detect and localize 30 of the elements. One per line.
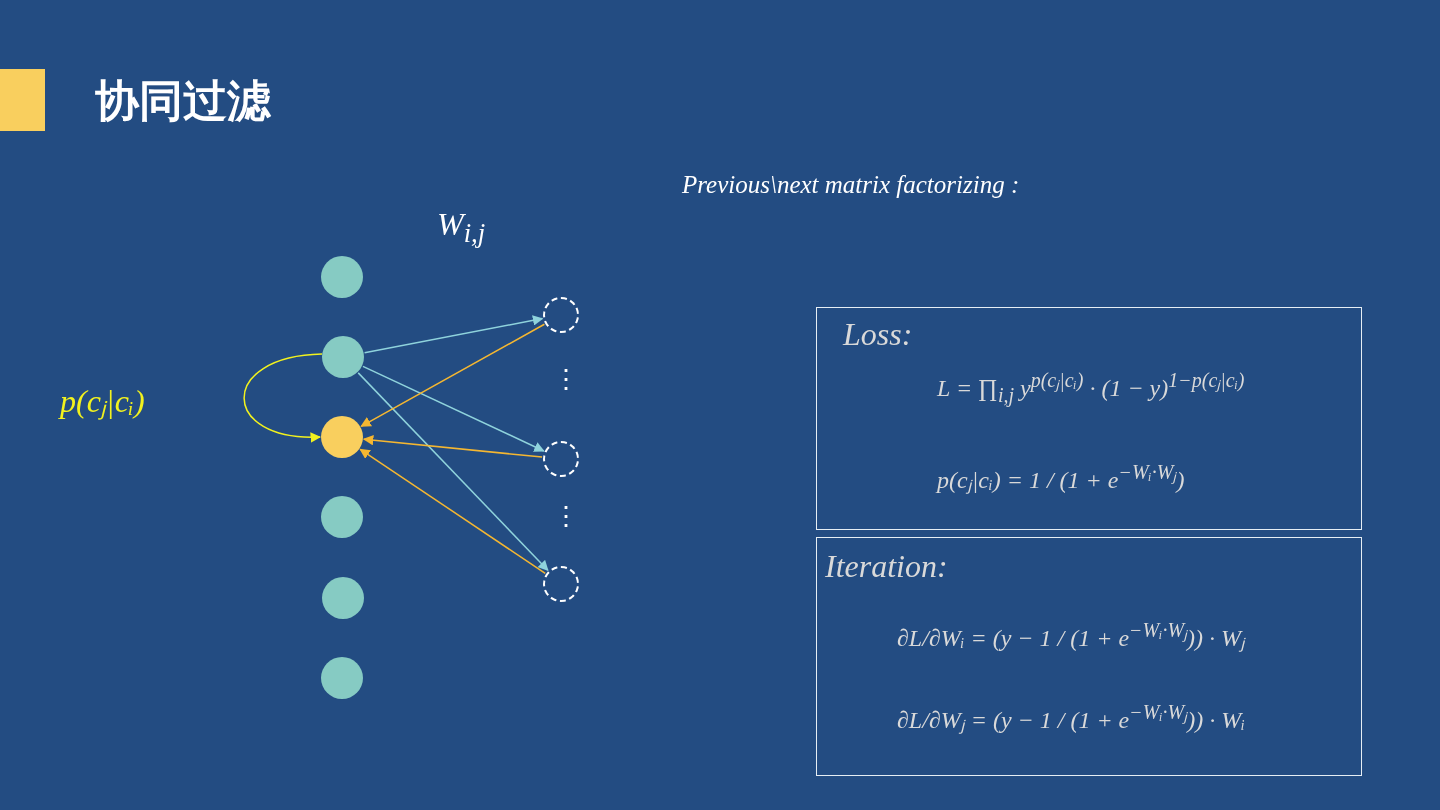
dashed-circle-node bbox=[543, 566, 579, 602]
arrow bbox=[363, 315, 544, 354]
arrow bbox=[362, 434, 543, 458]
slide-title: 协同过滤 bbox=[95, 74, 271, 128]
ellipsis: ⋮ bbox=[553, 504, 579, 530]
formula-panel bbox=[816, 307, 1362, 530]
formula-panel bbox=[816, 537, 1362, 776]
circle-node bbox=[321, 256, 363, 298]
circle-node bbox=[321, 657, 363, 699]
weight-label: W$_{i,j}$ bbox=[437, 208, 486, 248]
arrow bbox=[357, 372, 549, 572]
dashed-circle-node bbox=[543, 297, 579, 333]
circle-node bbox=[321, 416, 363, 458]
arrow bbox=[362, 365, 545, 452]
edge-label: p(cⱼ|cᵢ) bbox=[60, 382, 145, 421]
arrow bbox=[360, 323, 546, 428]
panel-heading: Loss: bbox=[843, 316, 913, 353]
dashed-circle-node bbox=[543, 441, 579, 477]
formula: ∂L/∂Wᵢ = (y − 1 / (1 + e$^{−Wᵢ·Wⱼ}$)) · Wⱼ bbox=[897, 618, 1246, 653]
formula: L = ∏$_{i,j}$ y$^{p(cⱼ|cᵢ)}$ · (1 − y)$^{1−p(cⱼ|cᵢ)}$ bbox=[937, 368, 1245, 407]
circle-node bbox=[322, 336, 364, 378]
formula: p(cⱼ|cᵢ) = 1 / (1 + e$^{−Wᵢ·Wⱼ}$) bbox=[937, 460, 1185, 495]
circle-node bbox=[322, 577, 364, 619]
panel-heading: Iteration: bbox=[825, 548, 948, 585]
arrow bbox=[359, 448, 546, 575]
ellipsis: ⋮ bbox=[553, 367, 579, 393]
arrow bbox=[243, 353, 323, 442]
formula: ∂L/∂Wⱼ = (y − 1 / (1 + e$^{−Wᵢ·Wⱼ}$)) · Wᵢ bbox=[897, 700, 1246, 735]
circle-node bbox=[321, 496, 363, 538]
caption-text: Previous\next matrix factorizing : bbox=[682, 172, 1020, 197]
